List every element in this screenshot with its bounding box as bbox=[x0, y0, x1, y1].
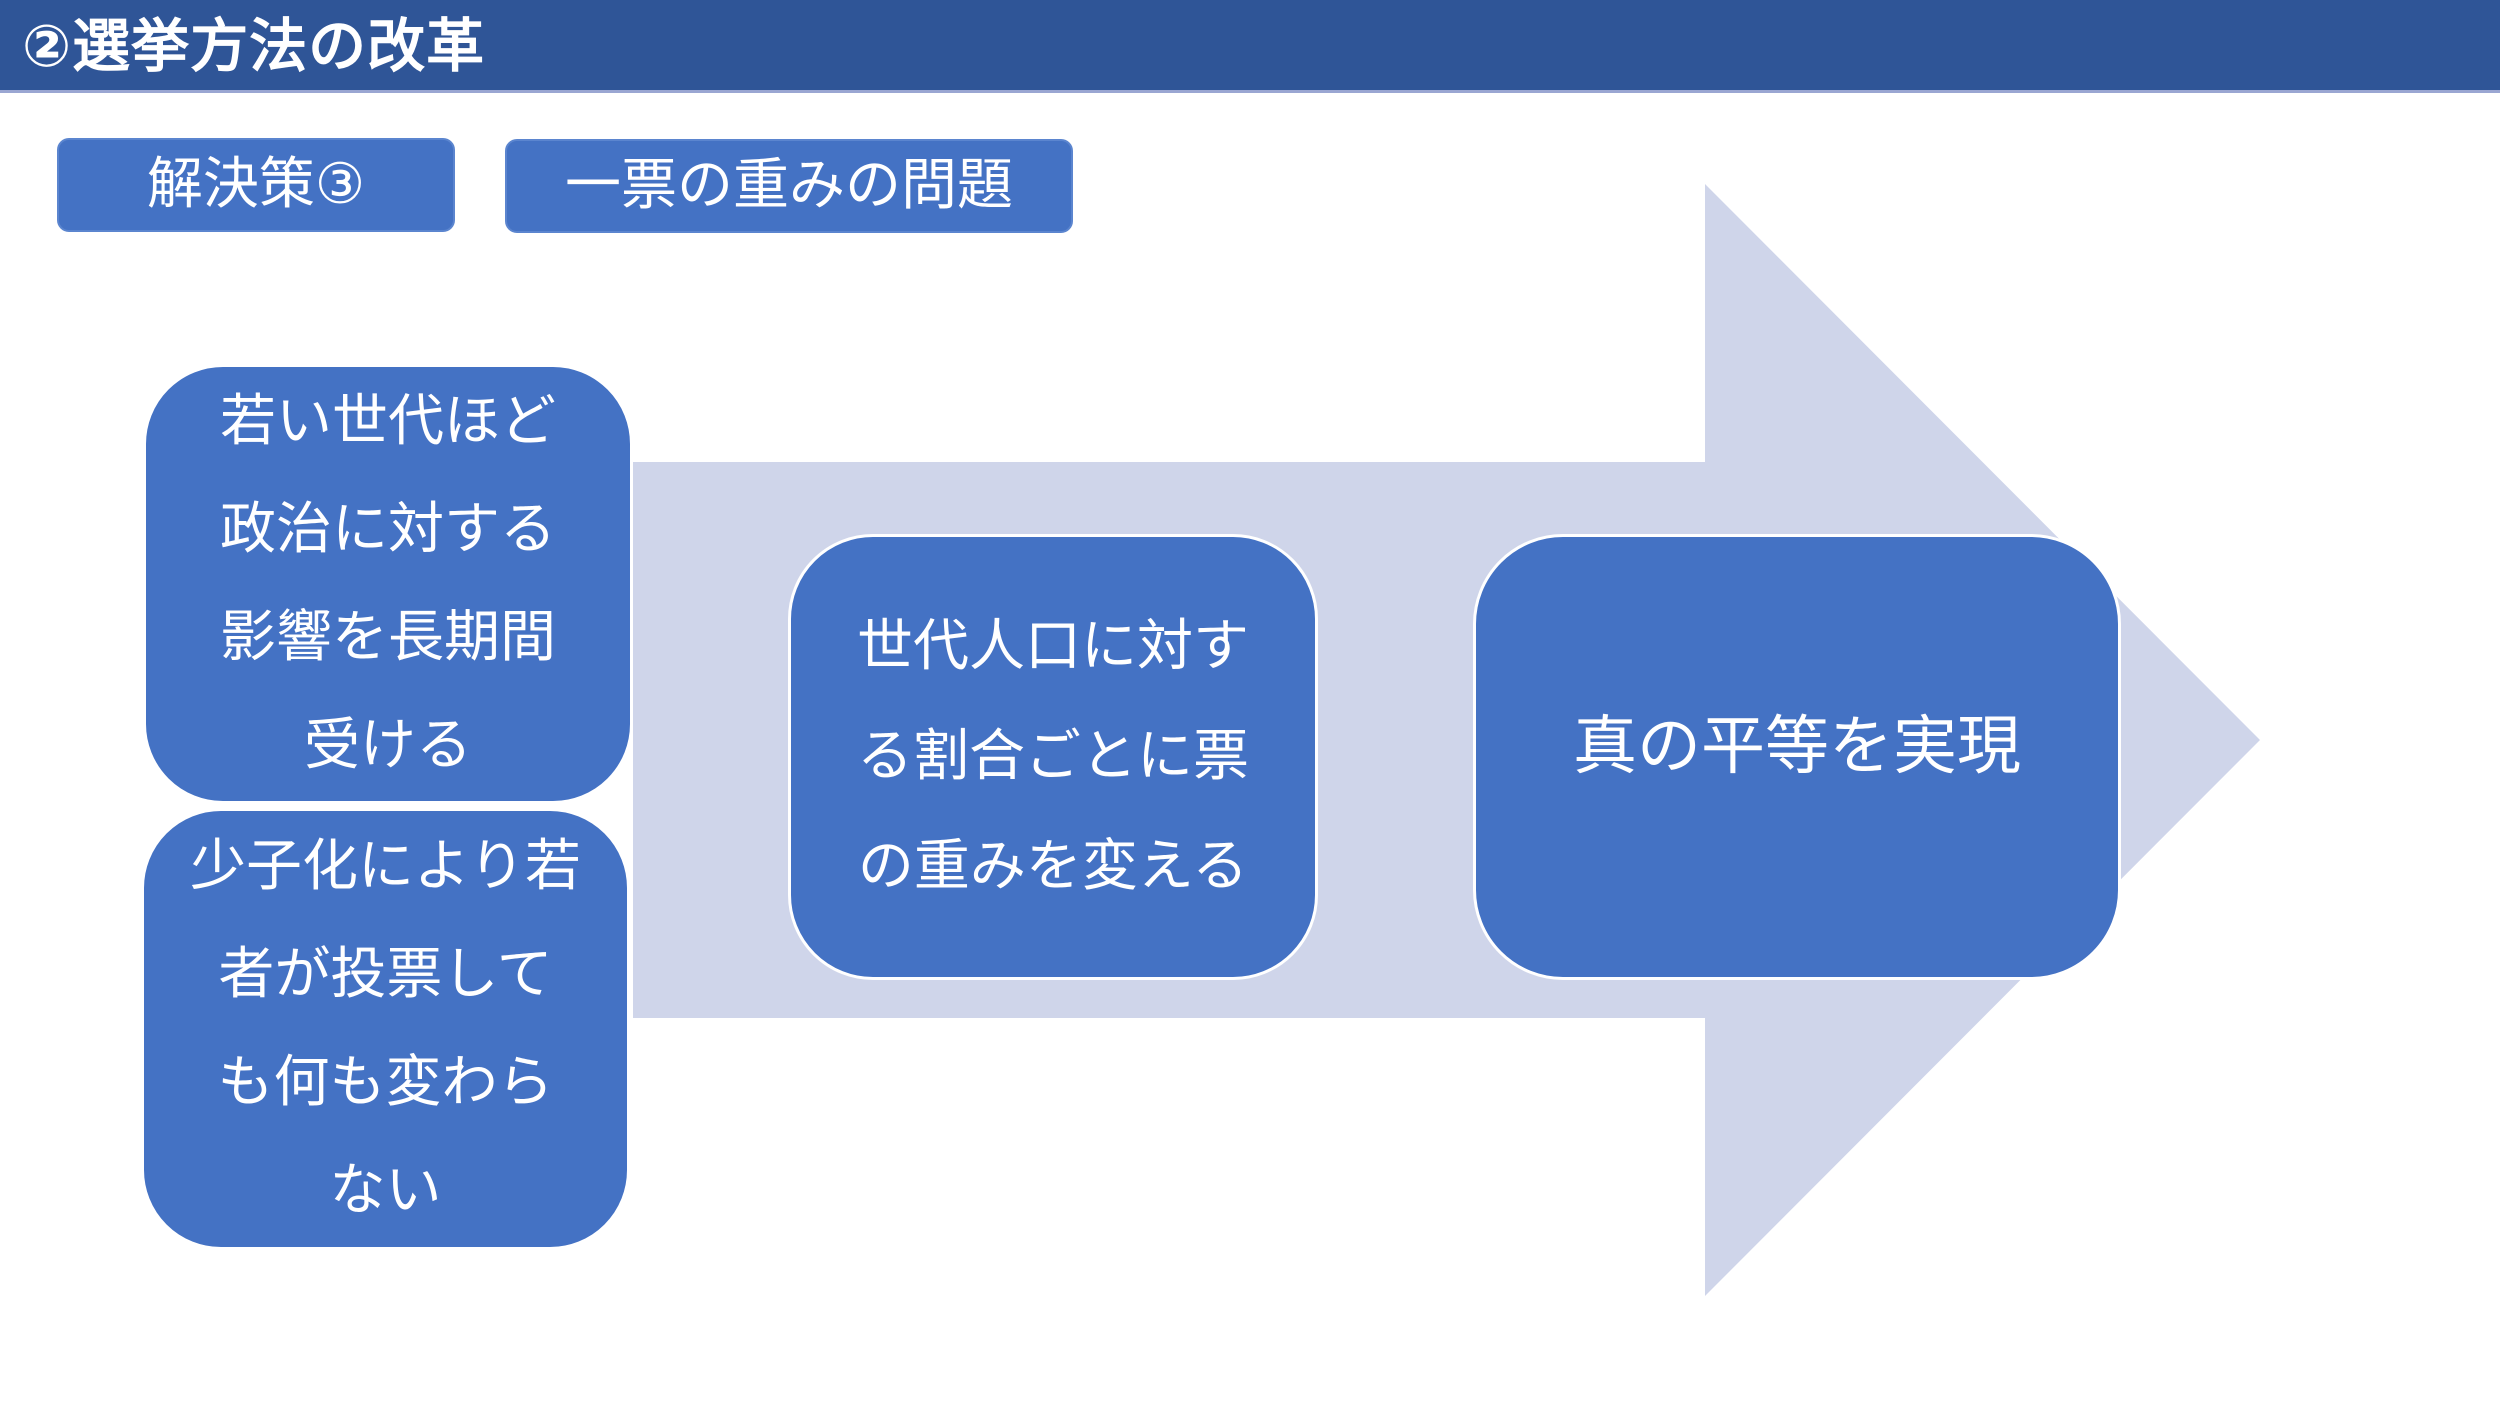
solution-label-text: 解決策③ bbox=[146, 152, 366, 217]
cause-box-text: 少子化により若 者が投票して も何も変わら ない bbox=[190, 813, 581, 1245]
text-line: 少子化により若 bbox=[190, 834, 581, 899]
outcome-box-true-equality: 真の平等を実現 bbox=[1473, 534, 2121, 980]
solution-box-text: 世代人口に対す る割合ごとに票 の重みを変える bbox=[857, 592, 1249, 922]
text-line: 者が投票して bbox=[218, 942, 553, 1007]
text-line: 受ける bbox=[304, 713, 472, 778]
text-line: る割合ごとに票 bbox=[857, 724, 1249, 789]
cause-box-text: 若い世代ほど 政治に対する 影響を長期間 受ける bbox=[220, 368, 556, 800]
text-line: 若い世代ほど bbox=[220, 389, 556, 454]
cause-box-declining-birthrate: 少子化により若 者が投票して も何も変わら ない bbox=[141, 808, 630, 1250]
cause-box-young-generation: 若い世代ほど 政治に対する 影響を長期間 受ける bbox=[143, 364, 633, 804]
text-line: 政治に対する bbox=[220, 497, 556, 562]
text-line: 世代人口に対す bbox=[857, 614, 1249, 679]
text-line: 真の平等を実現 bbox=[1573, 710, 2021, 784]
text-line: ない bbox=[329, 1158, 442, 1223]
solution-box-weighted-votes: 世代人口に対す る割合ごとに票 の重みを変える bbox=[788, 534, 1318, 980]
text-line: も何も変わら bbox=[217, 1050, 554, 1115]
title-bar: ②選挙方法の改革 bbox=[0, 0, 2500, 93]
topic-label-text: 一票の重みの問題 bbox=[565, 153, 1013, 218]
text-line: 影響を長期間 bbox=[220, 605, 556, 670]
slide-title: ②選挙方法の改革 bbox=[22, 12, 486, 80]
text-line: の重みを変える bbox=[857, 834, 1249, 899]
solution-label: 解決策③ bbox=[57, 138, 455, 232]
topic-label: 一票の重みの問題 bbox=[505, 139, 1073, 233]
outcome-box-text: 真の平等を実現 bbox=[1573, 692, 2021, 802]
